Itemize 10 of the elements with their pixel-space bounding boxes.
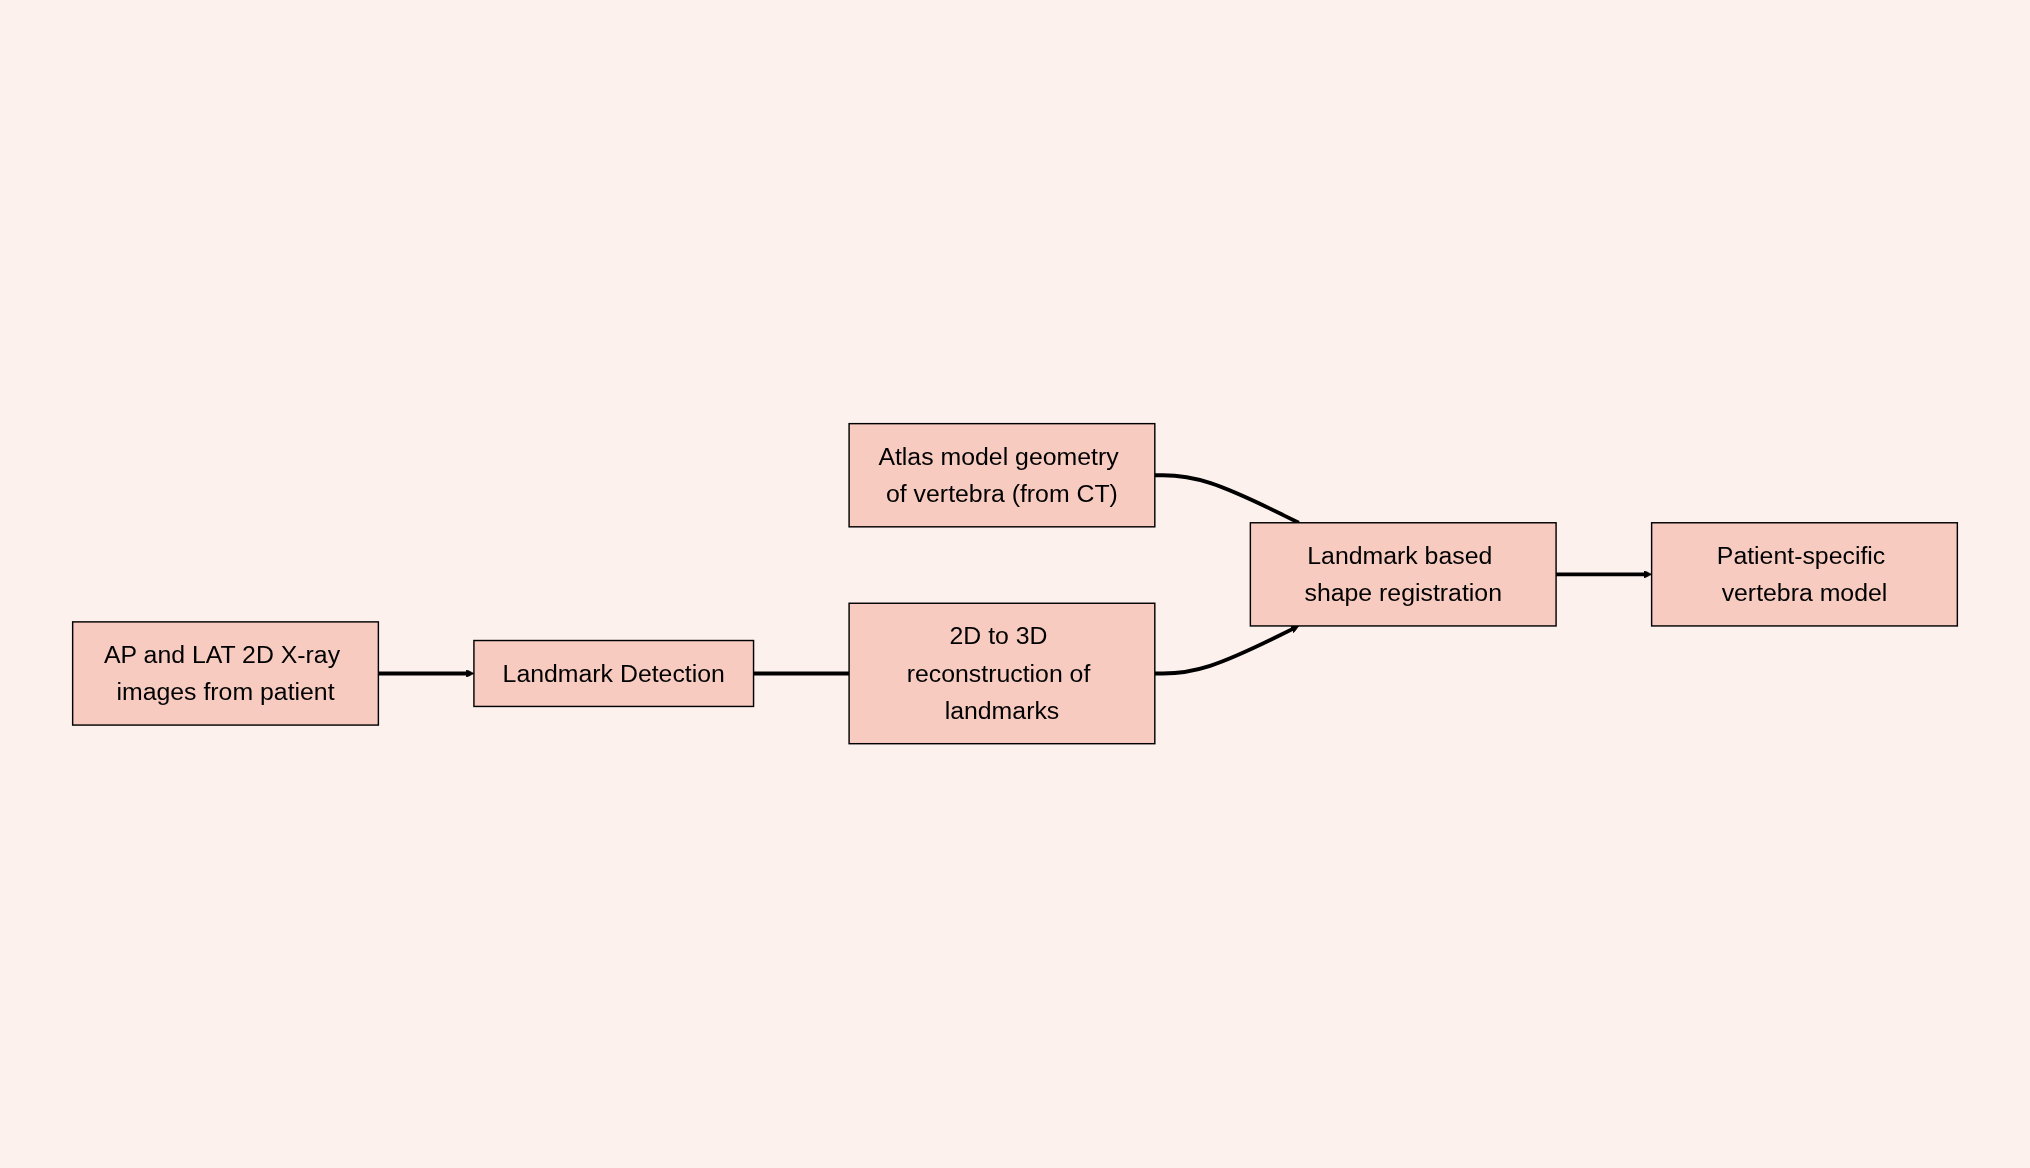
node-box: 2D to 3D reconstruction of landmarks: [848, 602, 1156, 745]
node-box: Atlas model geometry of vertebra (from CT): [848, 423, 1156, 528]
connector: [753, 671, 850, 676]
arrow: [1556, 570, 1652, 579]
node-box: AP and LAT 2D X-ray images from patient: [71, 621, 380, 727]
arrow: [1154, 625, 1300, 676]
connector: [1154, 473, 1300, 525]
node-box: Landmark based shape registration: [1249, 522, 1557, 627]
node-box: Landmark Detection: [473, 640, 755, 708]
node-box: Patient-specific vertebra model: [1650, 522, 1959, 627]
